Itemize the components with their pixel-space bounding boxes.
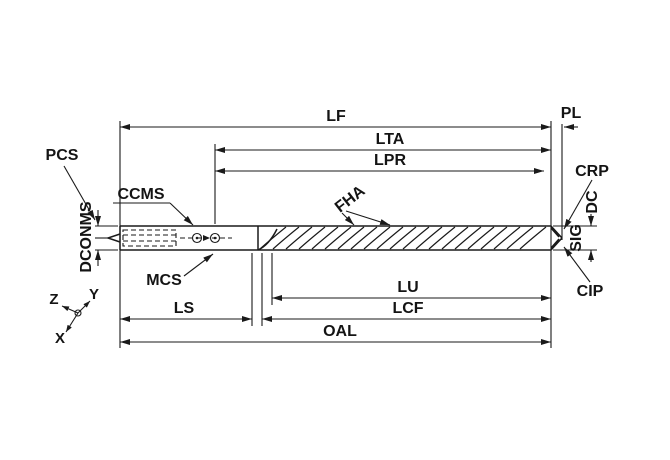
dimension-ls: LS	[120, 300, 252, 322]
dimension-lpr: LPR	[215, 152, 544, 174]
dimension-lf: LF	[120, 108, 551, 130]
dimension-lta: LTA	[215, 131, 551, 153]
dimension-pl: PL	[561, 105, 582, 130]
label-pl: PL	[561, 105, 582, 122]
label-ccms: CCMS	[117, 186, 164, 203]
callout-mcs: MCS	[146, 253, 214, 289]
label-axis-z: Z	[49, 291, 58, 308]
label-lta: LTA	[376, 131, 405, 148]
dimension-lcf: LCF	[262, 300, 551, 322]
label-ls: LS	[174, 300, 195, 317]
label-fha: FHA	[332, 182, 369, 216]
label-pcs: PCS	[46, 147, 79, 164]
label-dconms: DCONMS	[78, 201, 95, 272]
label-lpr: LPR	[374, 152, 406, 169]
label-axis-x: X	[55, 330, 65, 347]
callout-cip: CIP	[563, 246, 604, 300]
flute-helix-lines	[259, 226, 547, 250]
dimension-dconms: DCONMS	[78, 201, 101, 273]
label-sig: SIG	[568, 224, 585, 252]
coordinate-axes: Z Y X	[49, 286, 99, 347]
extension-lines	[95, 121, 597, 348]
flute-runout	[257, 228, 278, 251]
callout-fha: FHA	[332, 182, 391, 226]
dimension-oal: OAL	[120, 323, 551, 345]
label-crp: CRP	[575, 163, 609, 180]
drill-body	[95, 225, 563, 251]
label-mcs: MCS	[146, 272, 182, 289]
callout-crp: CRP	[563, 163, 609, 230]
callout-pcs: PCS	[46, 147, 96, 221]
label-lf: LF	[326, 108, 346, 125]
label-oal: OAL	[323, 323, 357, 340]
label-cip: CIP	[577, 283, 604, 300]
label-lcf: LCF	[392, 300, 423, 317]
clamping-feature	[180, 232, 232, 244]
dimension-sig: SIG	[568, 224, 585, 252]
callout-ccms: CCMS	[113, 186, 194, 226]
coolant-channel	[122, 229, 177, 247]
label-lu: LU	[397, 279, 418, 296]
label-dc: DC	[584, 190, 601, 214]
shank-end-tip	[105, 233, 121, 243]
label-axis-y: Y	[89, 286, 99, 303]
dimension-dc: DC	[584, 190, 601, 262]
dimension-lu: LU	[272, 279, 551, 301]
